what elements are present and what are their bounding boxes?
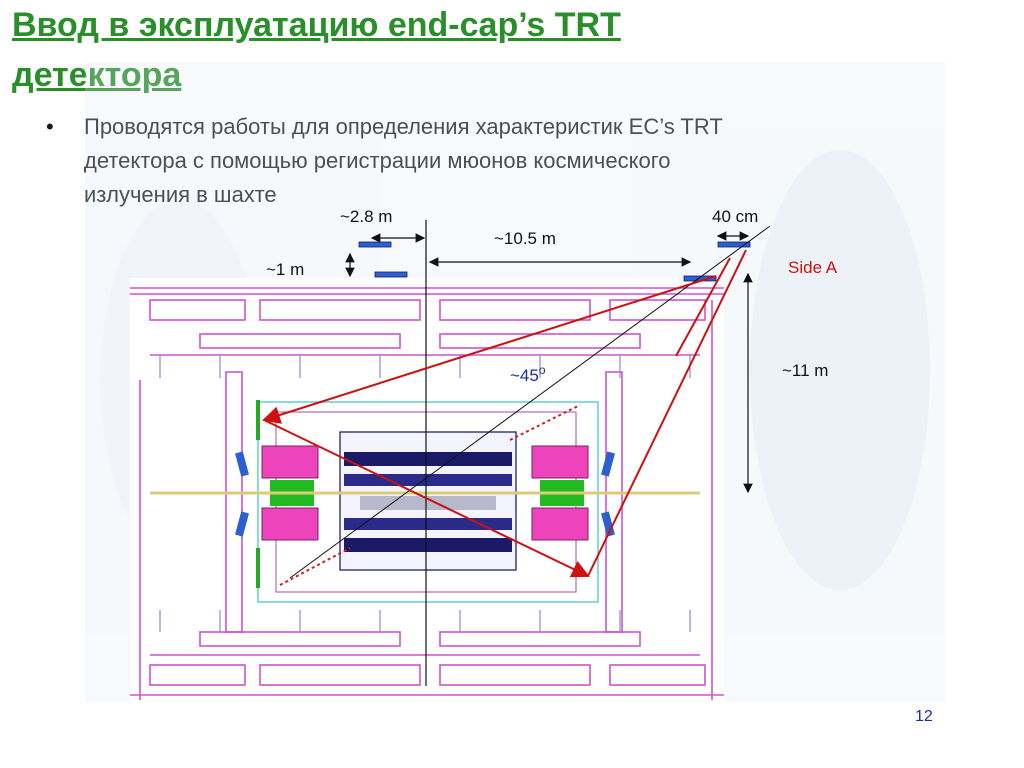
muon-tracks <box>262 249 747 578</box>
page-number: 12 <box>915 708 933 725</box>
label-1m: ~1 m <box>266 260 304 279</box>
bullet-line-1: Проводятся работы для определения характ… <box>84 110 914 144</box>
scintillator-low-left <box>374 271 408 278</box>
scintillator-top-left <box>358 241 392 248</box>
bullet-line-2: детектора с помощью регистрации мюонов к… <box>84 144 914 178</box>
label-angle-value: ~45 <box>510 366 539 385</box>
label-2-8m: ~2.8 m <box>340 207 392 226</box>
label-11m: ~11 m <box>782 361 828 380</box>
calorimeter-hatching <box>279 404 581 586</box>
support-blocks <box>235 400 615 588</box>
title-line-1: Ввод в эксплуатацию end-cap’s TRT <box>12 6 621 44</box>
label-angle: ~45o <box>510 363 546 385</box>
label-side-a: Side A <box>788 258 838 277</box>
bullet-marker: • <box>46 114 54 139</box>
label-10-5m: ~10.5 m <box>494 229 556 248</box>
bullet-line-3: излучения в шахте <box>84 178 914 212</box>
label-angle-degree: o <box>539 363 546 377</box>
detector-body <box>257 401 599 603</box>
scintillator-top-right <box>717 241 751 248</box>
title-line-2: детектора <box>12 50 852 100</box>
slide-title: Ввод в эксплуатацию end-cap’s TRT детект… <box>12 0 852 100</box>
label-40cm: 40 cm <box>712 207 758 226</box>
bullet-text: Проводятся работы для определения характ… <box>84 110 914 212</box>
